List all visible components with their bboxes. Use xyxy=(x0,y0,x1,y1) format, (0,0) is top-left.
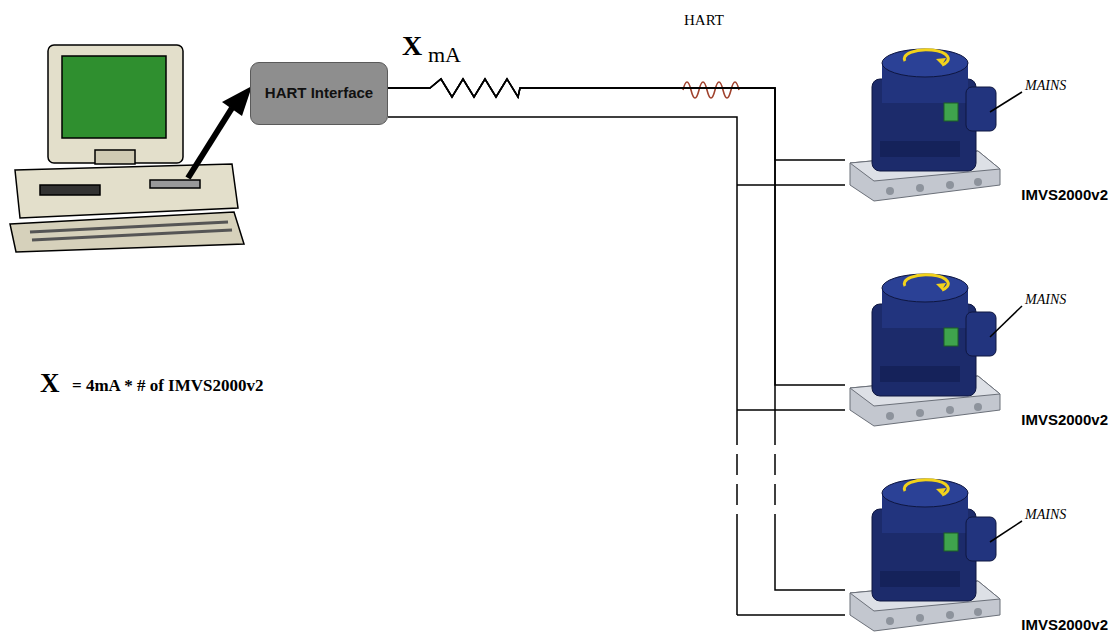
signal-wire xyxy=(388,79,845,160)
hart-signal-wave xyxy=(683,82,739,98)
link-arrow xyxy=(188,86,252,178)
box-label: HART Interface xyxy=(265,84,373,103)
unit-label: mA xyxy=(428,42,461,68)
device-node: IMVS2000v2 xyxy=(845,45,1110,205)
formula-symbol: X xyxy=(40,368,60,399)
device-name: IMVS2000v2 xyxy=(1021,411,1108,428)
interface-box: HART Interface xyxy=(250,62,388,125)
leader-line xyxy=(990,92,1022,542)
signal-wire xyxy=(388,79,845,385)
power-label: MAINS xyxy=(1025,292,1066,308)
formula-text: = 4mA * # of IMVS2000v2 xyxy=(72,376,264,396)
signal-wire xyxy=(388,79,845,590)
computer xyxy=(10,45,244,252)
actuator xyxy=(850,274,1000,426)
current-symbol: X xyxy=(402,30,422,62)
return-wire xyxy=(388,117,845,615)
device-node: IMVS2000v2 xyxy=(845,475,1110,635)
actuator xyxy=(850,49,1000,201)
power-label: MAINS xyxy=(1025,507,1066,523)
device-name: IMVS2000v2 xyxy=(1021,186,1108,203)
signal-name: HART xyxy=(684,12,724,29)
actuator xyxy=(850,479,1000,631)
power-label: MAINS xyxy=(1025,78,1066,94)
device-node: IMVS2000v2 xyxy=(845,270,1110,430)
device-name: IMVS2000v2 xyxy=(1021,616,1108,633)
